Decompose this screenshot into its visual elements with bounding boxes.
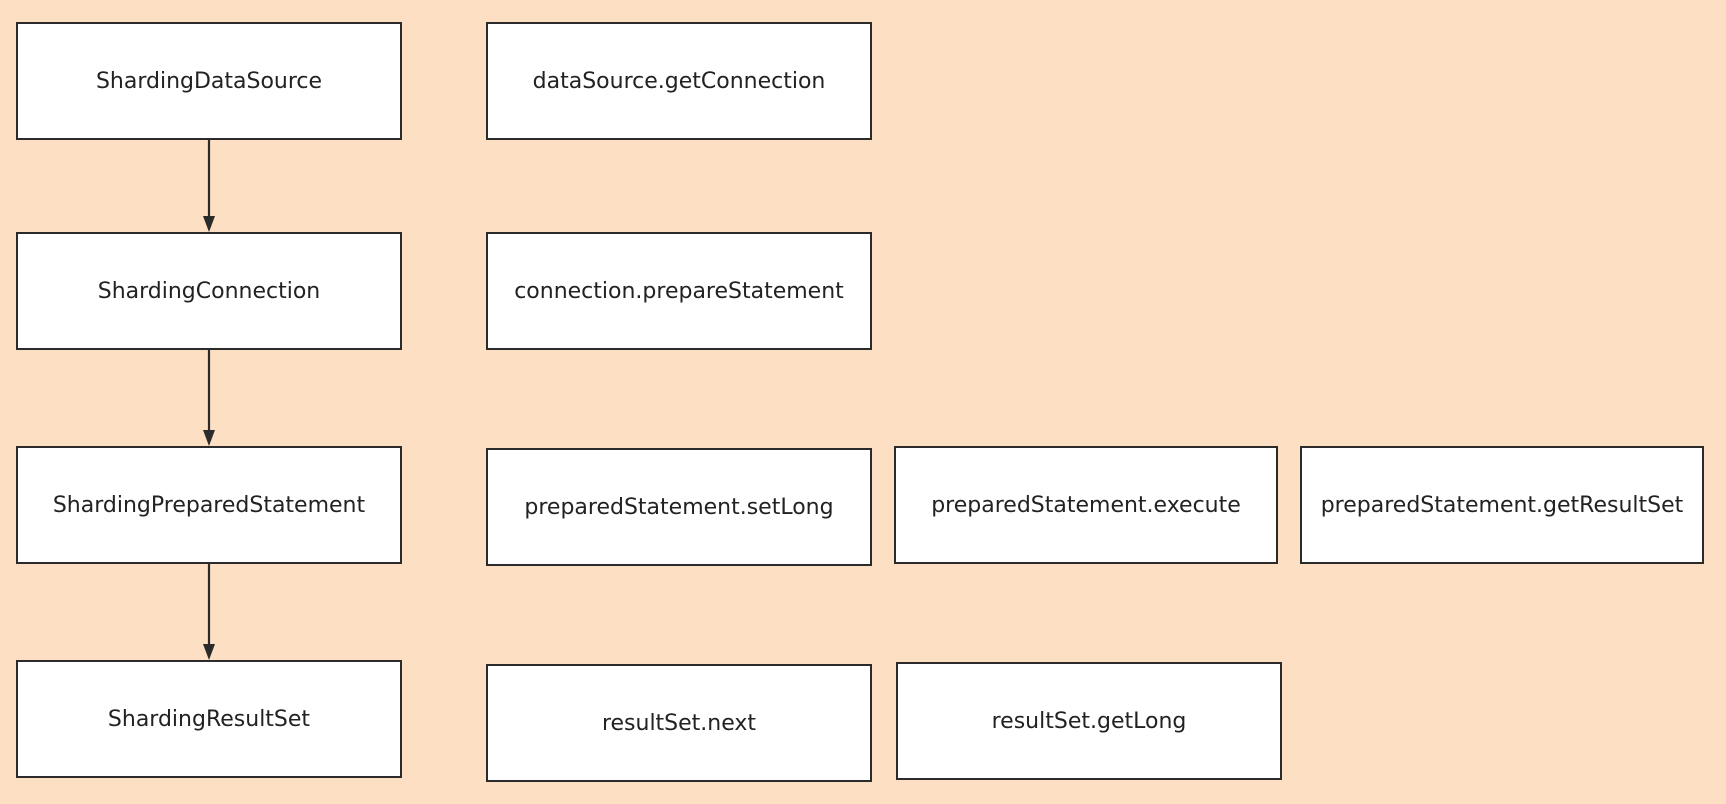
node-datasource-get-connection-label: dataSource.getConnection (532, 68, 826, 94)
node-sharding-result-set-label: ShardingResultSet (107, 706, 311, 732)
node-sharding-prepared-statement-label: ShardingPreparedStatement (52, 492, 366, 518)
node-prepared-statement-execute-label: preparedStatement.execute (931, 492, 1241, 518)
node-sharding-datasource: ShardingDataSource (16, 22, 402, 140)
node-sharding-connection: ShardingConnection (16, 232, 402, 350)
node-sharding-connection-label: ShardingConnection (97, 278, 321, 304)
node-result-set-next: resultSet.next (486, 664, 872, 782)
node-result-set-next-label: resultSet.next (601, 710, 757, 736)
node-prepared-statement-set-long-label: preparedStatement.setLong (524, 494, 834, 520)
node-connection-prepare-statement-label: connection.prepareStatement (514, 278, 844, 304)
node-prepared-statement-get-result-set-label: preparedStatement.getResultSet (1320, 492, 1684, 518)
node-result-set-get-long: resultSet.getLong (896, 662, 1282, 780)
arrow-prepared-statement-to-result-set (203, 564, 215, 660)
node-datasource-get-connection: dataSource.getConnection (486, 22, 872, 140)
node-prepared-statement-get-result-set: preparedStatement.getResultSet (1300, 446, 1704, 564)
arrow-connection-to-prepared-statement (203, 350, 215, 446)
node-prepared-statement-execute: preparedStatement.execute (894, 446, 1278, 564)
arrow-datasource-to-connection (203, 140, 215, 232)
node-connection-prepare-statement: connection.prepareStatement (486, 232, 872, 350)
node-sharding-prepared-statement: ShardingPreparedStatement (16, 446, 402, 564)
node-sharding-datasource-label: ShardingDataSource (95, 68, 323, 94)
node-prepared-statement-set-long: preparedStatement.setLong (486, 448, 872, 566)
node-sharding-result-set: ShardingResultSet (16, 660, 402, 778)
node-result-set-get-long-label: resultSet.getLong (991, 708, 1187, 734)
